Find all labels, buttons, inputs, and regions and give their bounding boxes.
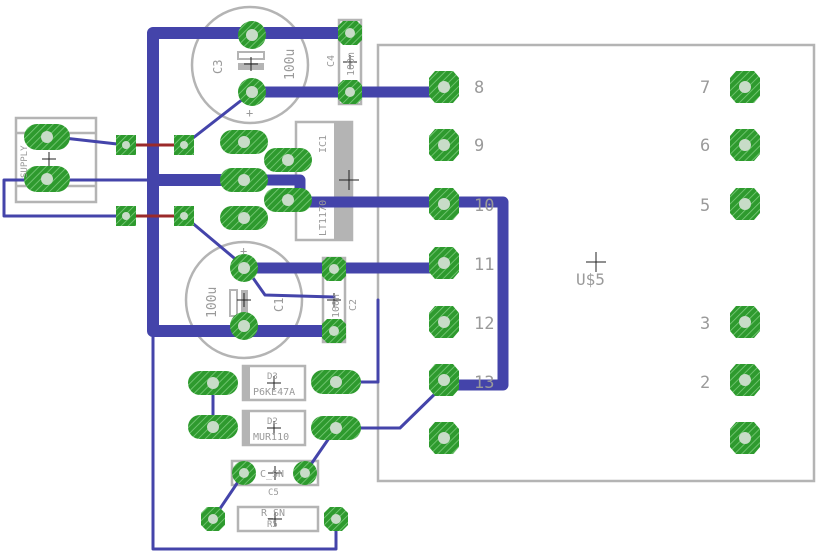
ic1-value-label: LT1170	[318, 200, 329, 236]
d3-outline	[241, 364, 307, 402]
pin-label-12: 12	[474, 314, 494, 334]
pin-label-7: 7	[700, 78, 710, 98]
origin-crosses	[42, 55, 606, 526]
c1-value-label: 100u	[205, 287, 220, 318]
c3-value-label: 100u	[283, 49, 298, 80]
d3-value-label: P6KE47A	[253, 387, 295, 398]
pin-label-13: 13	[474, 373, 494, 393]
r5-outline	[236, 505, 320, 533]
d2-value-label: MUR110	[253, 432, 289, 443]
c3-plus-label: +	[246, 106, 253, 120]
pads	[24, 21, 760, 531]
d2-name-label: D2	[267, 417, 278, 427]
ic1-name-label: IC1	[318, 135, 329, 153]
pin-labels: 8 9 10 11 12 13 7 6 5 3 2	[474, 78, 710, 393]
r5-pads	[201, 507, 348, 531]
pin-label-9: 9	[474, 136, 484, 156]
c2-name-label: C2	[348, 299, 359, 311]
c3-pads	[238, 21, 266, 106]
r5-value-label: R_SN	[261, 508, 285, 519]
pin-label-2: 2	[700, 373, 710, 393]
d3-pads	[188, 370, 361, 395]
pin-label-8: 8	[474, 78, 484, 98]
c5-pads	[232, 461, 317, 485]
c4-value-label: 100n	[346, 52, 357, 76]
c4-name-label: C4	[326, 55, 337, 67]
c1-pads	[230, 254, 258, 340]
c3-name-label: C3	[211, 60, 225, 74]
supply-label: SUPPLY	[20, 145, 30, 178]
r5-name-label: R5	[267, 520, 278, 530]
via-pads	[116, 135, 194, 226]
c4-pads	[338, 21, 362, 104]
d2-pads	[188, 415, 361, 440]
pin-label-5: 5	[700, 196, 710, 216]
ic1-pads	[220, 130, 312, 230]
pin-label-6: 6	[700, 136, 710, 156]
supply-pads	[24, 124, 70, 192]
c5-value-label: C_SN	[260, 469, 284, 480]
module-pads	[429, 71, 760, 454]
pin-label-3: 3	[700, 314, 710, 334]
c1-name-label: C1	[272, 298, 286, 312]
c2-pads	[322, 257, 346, 343]
d3-name-label: D3	[267, 372, 278, 382]
component-labels: C3 100u + C4 100n IC1 LT1170 100u C1 + 1…	[20, 49, 605, 530]
pin-label-11: 11	[474, 255, 494, 275]
c1-plus-label: +	[240, 244, 247, 258]
u5-name-label: U$5	[576, 270, 605, 289]
c2-value-label: 100n	[331, 294, 342, 318]
c5-name-label: C5	[268, 488, 279, 498]
d2-outline	[241, 409, 307, 447]
pin-label-10: 10	[474, 196, 494, 216]
